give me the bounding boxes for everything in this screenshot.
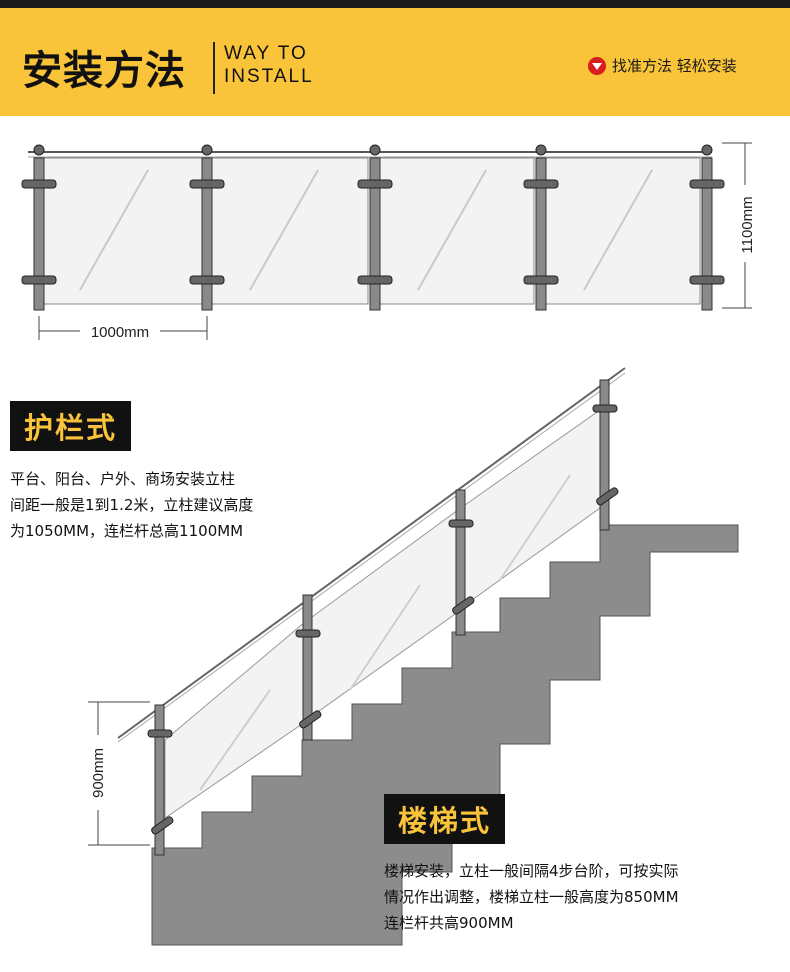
top-bar (0, 0, 790, 8)
stair-style-description: 楼梯安装，立柱一般间隔4步台阶，可按实际 情况作出调整，楼梯立柱一般高度为850… (384, 858, 679, 936)
tagline-text: 找准方法 轻松安装 (612, 57, 737, 75)
staircase-shape (151, 524, 739, 946)
stair-desc-line: 情况作出调整，楼梯立柱一般高度为850MM (384, 888, 679, 906)
width-dimension-label: 1000mm (91, 324, 149, 341)
stair-style-label: 楼梯式 (384, 794, 506, 844)
tagline: 找准方法 轻松安装 (588, 55, 737, 76)
subtitle-line-1: WAY TO (224, 43, 308, 64)
page-title: 安装方法 (22, 48, 186, 94)
guardrail-desc-line: 平台、阳台、户外、商场安装立柱 (10, 470, 236, 488)
guardrail-style-description: 平台、阳台、户外、商场安装立柱 间距一般是1到1.2米，立柱建议高度 为1050… (10, 466, 253, 544)
subtitle-line-2: INSTALL (224, 66, 314, 87)
guardrail-desc-line: 间距一般是1到1.2米，立柱建议高度 (10, 496, 254, 514)
height-dimension-label: 1100mm (739, 196, 756, 253)
flat-railing-drawing: 1000mm 1100mm (21, 142, 756, 341)
english-subtitle: WAY TO INSTALL (224, 42, 314, 88)
guardrail-style-label: 护栏式 (10, 401, 132, 451)
stair-desc-line: 连栏杆共高900MM (384, 914, 514, 932)
guardrail-desc-line: 为1050MM，连栏杆总高1100MM (10, 522, 244, 540)
stair-railing-drawing: 900mm (88, 367, 739, 946)
title-divider (213, 42, 215, 94)
stair-desc-line: 楼梯安装，立柱一般间隔4步台阶，可按实际 (384, 862, 679, 880)
stair-height-dimension-label: 900mm (90, 748, 107, 798)
header-banner: 安装方法 WAY TO INSTALL 找准方法 轻松安装 (0, 8, 790, 116)
down-arrow-icon (588, 56, 606, 75)
